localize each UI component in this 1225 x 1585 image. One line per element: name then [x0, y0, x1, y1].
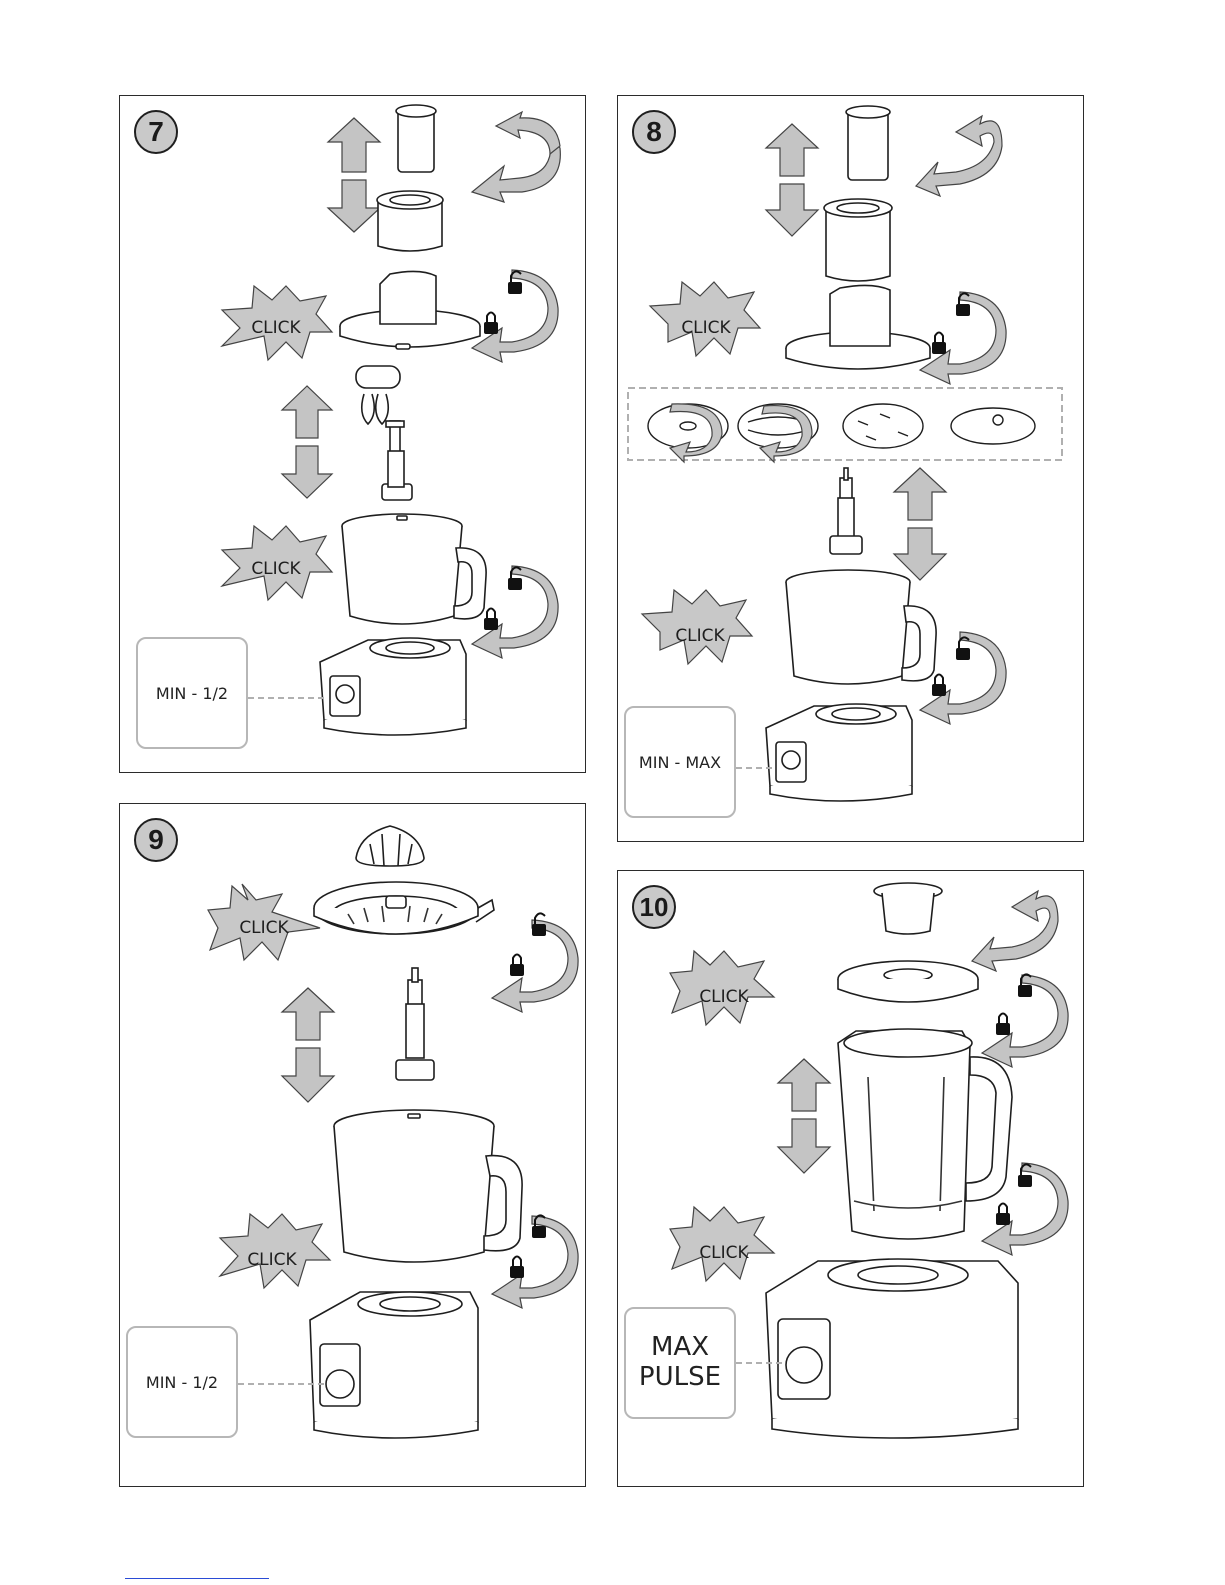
step-number: 7 [134, 110, 178, 154]
click-label: CLICK [664, 1243, 784, 1263]
lock-icon [510, 1257, 524, 1279]
rotate-arrow-icon [916, 116, 1002, 196]
citrus-strainer [314, 882, 494, 934]
lock-icon [932, 675, 946, 697]
whisk-attachment [356, 366, 412, 500]
click-label: CLICK [640, 626, 760, 646]
click-label: CLICK [204, 918, 324, 938]
motor-base [310, 1292, 478, 1438]
click-label: CLICK [664, 987, 784, 1007]
drive-spindle [396, 968, 434, 1080]
drive-spindle [830, 468, 862, 554]
click-label: CLICK [212, 1250, 332, 1270]
unlock-icon [532, 913, 546, 936]
rotate-arrow-icon [472, 112, 560, 202]
step-9-panel: 9 CLICK CLICK MIN - 1/2 [119, 803, 586, 1487]
motor-base [766, 704, 912, 801]
speed-setting-box: MIN - 1/2 [136, 637, 248, 749]
bowl-lid [786, 285, 930, 369]
food-pusher [396, 105, 436, 172]
speed-setting-label: MIN - 1/2 [146, 1373, 218, 1392]
lock-icon [484, 313, 498, 335]
lock-icon [510, 955, 524, 977]
blender-jug [838, 1029, 1012, 1239]
feed-tube [377, 191, 443, 251]
bowl-lid [340, 271, 480, 349]
up-down-arrow-icon [282, 988, 334, 1102]
citrus-cone [356, 826, 424, 866]
speed-setting-box: MIN - MAX [624, 706, 736, 818]
speed-setting-label-line-2: PULSE [639, 1363, 721, 1393]
mixing-bowl [342, 514, 486, 624]
up-down-arrow-icon [778, 1059, 830, 1173]
blender-cap [874, 883, 942, 934]
click-label: CLICK [646, 318, 766, 338]
speed-setting-box: MAX PULSE [624, 1307, 736, 1419]
click-label: CLICK [216, 318, 336, 338]
step-number: 10 [632, 885, 676, 929]
speed-setting-label: MIN - 1/2 [156, 684, 228, 703]
footer-link-underline [125, 1578, 269, 1579]
motor-base [766, 1259, 1018, 1438]
up-down-arrow-icon [328, 118, 380, 232]
speed-setting-label: MIN - MAX [639, 753, 721, 772]
step-7-panel: 7 CLICK CLICK MIN - 1/2 [119, 95, 586, 773]
food-pusher [846, 106, 890, 180]
lock-icon [996, 1014, 1010, 1036]
lock-icon [996, 1204, 1010, 1226]
lock-icon [484, 609, 498, 631]
up-down-arrow-icon [894, 468, 946, 580]
step-10-panel: 10 CLICK CLICK MAX PULSE [617, 870, 1084, 1487]
mixing-bowl [334, 1110, 522, 1262]
speed-setting-box: MIN - 1/2 [126, 1326, 238, 1438]
rotate-arrow-icon [972, 891, 1058, 971]
lock-icon [932, 333, 946, 355]
feed-tube [824, 199, 892, 281]
step-number: 9 [134, 818, 178, 862]
mixing-bowl [786, 570, 936, 684]
step-8-panel: 8 CLICK CLICK MIN - MAX [617, 95, 1084, 842]
blender-lid [838, 961, 978, 1002]
step-number: 8 [632, 110, 676, 154]
motor-base [320, 638, 466, 735]
up-down-arrow-icon [766, 124, 818, 236]
click-label: CLICK [216, 559, 336, 579]
up-down-arrow-icon [282, 386, 332, 498]
speed-setting-label-line-1: MAX [651, 1333, 709, 1363]
